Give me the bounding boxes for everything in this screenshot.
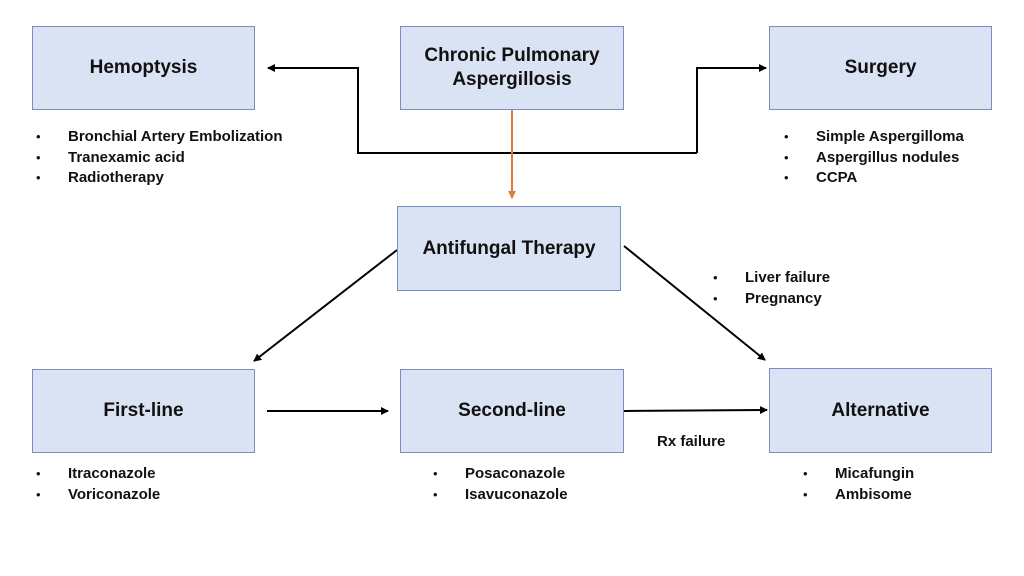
node-first-line: First-line: [32, 369, 255, 453]
list-item: Radiotherapy: [34, 168, 282, 189]
node-antifungal-therapy: Antifungal Therapy: [397, 206, 621, 291]
first-line-drugs-list: Itraconazole Voriconazole: [34, 464, 160, 505]
edge-cpa-surgery: [696, 64, 767, 153]
list-item: Simple Aspergilloma: [782, 127, 964, 148]
edge-second-alternative: [623, 406, 768, 415]
list-item: Tranexamic acid: [34, 148, 282, 169]
alternative-indications-list: Liver failure Pregnancy: [711, 268, 830, 309]
list-item: Itraconazole: [34, 464, 160, 485]
list-item: Isavuconazole: [431, 485, 568, 506]
second-line-drugs-list: Posaconazole Isavuconazole: [431, 464, 568, 505]
list-item: Ambisome: [801, 485, 914, 506]
node-second-line-label: Second-line: [458, 400, 566, 421]
list-item: Bronchial Artery Embolization: [34, 127, 282, 148]
edge-antifungal-alternative: [623, 245, 766, 361]
edge-cpa-hemoptysis: [267, 64, 697, 154]
node-hemoptysis-label: Hemoptysis: [89, 57, 198, 78]
node-cpa-label-line2: Aspergillosis: [452, 69, 572, 90]
node-surgery: Surgery: [769, 26, 992, 110]
edge-label-rx-failure: Rx failure: [657, 433, 726, 450]
list-item: CCPA: [782, 168, 964, 189]
node-surgery-label: Surgery: [844, 57, 917, 78]
node-antifungal-label: Antifungal Therapy: [422, 237, 596, 259]
list-item: Aspergillus nodules: [782, 148, 964, 169]
node-second-line: Second-line: [400, 369, 624, 453]
node-cpa-label-line1: Chronic Pulmonary: [424, 45, 600, 66]
node-first-line-label: First-line: [103, 400, 184, 421]
edge-antifungal-first-line: [253, 249, 398, 362]
node-chronic-pulmonary-aspergillosis: Chronic Pulmonary Aspergillosis: [400, 26, 624, 110]
list-item: Micafungin: [801, 464, 914, 485]
node-alternative-label: Alternative: [831, 399, 930, 421]
node-hemoptysis: Hemoptysis: [32, 26, 255, 110]
alternative-drugs-list: Micafungin Ambisome: [801, 464, 914, 505]
list-item: Liver failure: [711, 268, 830, 289]
surgery-indications-list: Simple Aspergilloma Aspergillus nodules …: [782, 127, 964, 189]
list-item: Pregnancy: [711, 289, 830, 310]
list-item: Voriconazole: [34, 485, 160, 506]
node-alternative: Alternative: [769, 368, 992, 453]
hemoptysis-treatments-list: Bronchial Artery Embolization Tranexamic…: [34, 127, 282, 189]
list-item: Posaconazole: [431, 464, 568, 485]
